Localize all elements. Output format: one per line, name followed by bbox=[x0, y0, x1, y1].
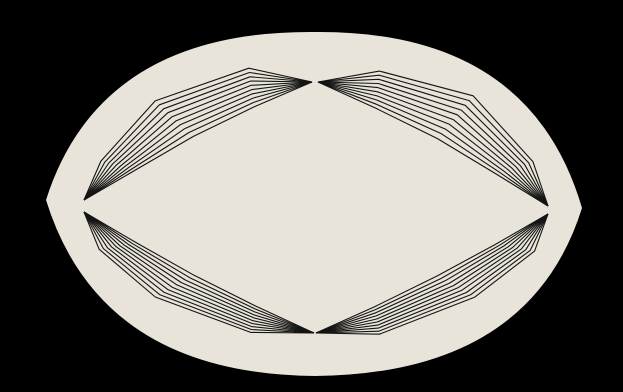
string-art-figure bbox=[0, 0, 623, 392]
